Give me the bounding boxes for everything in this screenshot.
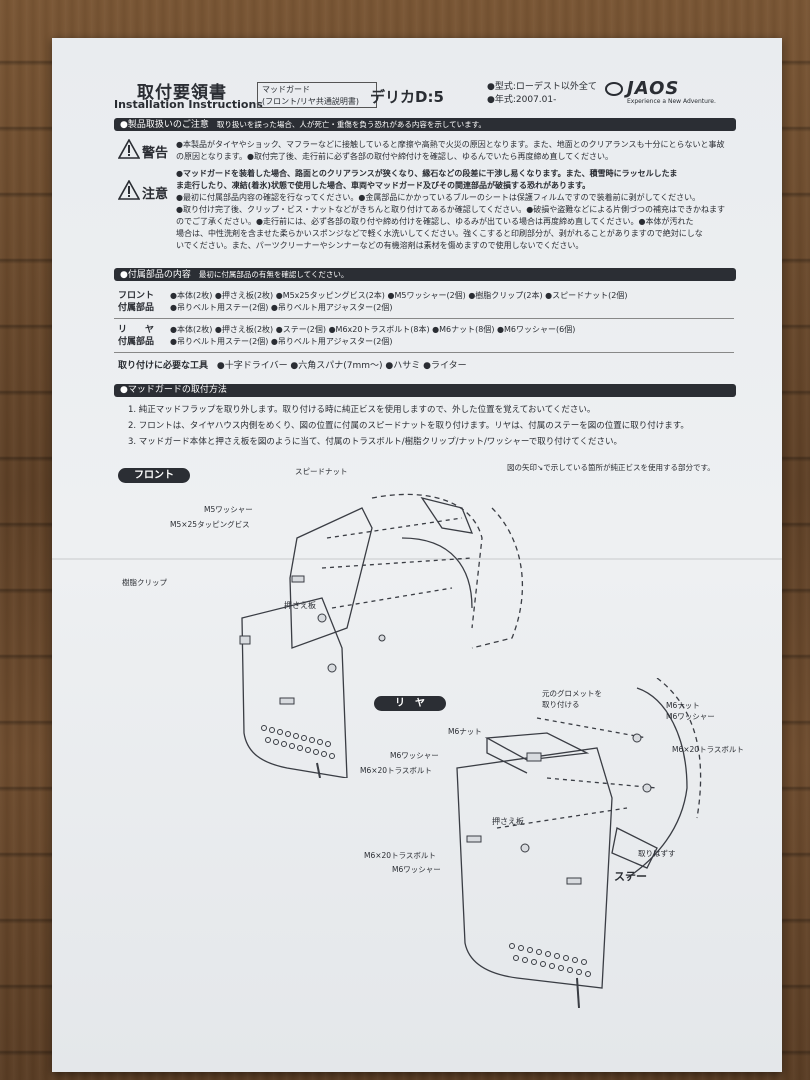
warning-line: の原因となります。●取付完了後、走行前に必ず各部の取付や締付けを確認し、ゆるんで…: [176, 152, 614, 161]
front-mudguard-diagram: [239, 493, 523, 778]
rear-parts-line: ●本体(2枚) ●押さえ板(2枚) ●ステー(2個) ●M6x20トラスボルト(…: [170, 325, 576, 334]
tools-list: ●十字ドライバー ●六角スパナ(7mm〜) ●ハサミ ●ライター: [216, 361, 467, 371]
method-steps: 1. 純正マッドフラップを取り外します。取り付ける時に純正ビスを使用しますので、…: [128, 402, 689, 450]
tools-label: 取り付けに必要な工具: [118, 361, 209, 371]
label-stay: ステー: [614, 870, 647, 883]
front-parts-line: ●本体(2枚) ●押さえ板(2枚) ●M5x25タッピングビス(2本) ●M5ワ…: [170, 291, 628, 300]
label-m6-nut-left: M6ナット: [448, 727, 482, 736]
arrow-note: 図の矢印↘で示している箇所が純正ビスを使用する部分です。: [507, 463, 715, 472]
title-japanese: 取付要領書: [137, 83, 227, 103]
rear-parts-line: ●吊りベルト用ステー(2個) ●吊りベルト用アジャスター(2個): [170, 337, 393, 346]
method-title: ●マッドガードの取付方法: [120, 385, 227, 395]
instruction-sheet: 取付要領書 Installation Instructions マッドガード (…: [52, 38, 782, 1072]
label-m6-bolt-left: M6×20トラスボルト: [360, 766, 432, 775]
method-section-header: ●マッドガードの取付方法: [114, 384, 736, 397]
warning-line: ●本製品がタイヤやショック、マフラーなどに接触していると摩擦や高熱で火災の原因と…: [176, 140, 725, 149]
label-m6-nut-right: M6ナット: [666, 701, 700, 710]
spec-type: ●型式:ローデスト以外全て: [487, 82, 597, 92]
label-grommet-line2: 取り付ける: [542, 700, 580, 709]
parts-divider: [114, 318, 734, 319]
caution-line: のでご了承ください。●走行前には、必ず各部の取り付や締め付けを確認し、ゆるみが出…: [176, 217, 694, 226]
parts-subtitle: 最初に付属部品の有無を確認してください。: [198, 270, 349, 279]
rear-parts-label: リ ヤ 付属部品: [118, 324, 178, 348]
caution-triangle-icon: [118, 180, 140, 200]
caution-label: 注意: [142, 187, 169, 202]
caution-line: いでください。また、パーツクリーナーやシンナーなどの有機溶剤は素材を傷めますので…: [176, 241, 584, 250]
method-step: 2. フロントは、タイヤハウス内側をめくり、図の位置に付属のスピードナットを取り…: [128, 421, 689, 431]
handling-section-header: ●製品取扱いのご注意取り扱いを誤った場合、人が死亡・重傷を負う恐れがある内容を示…: [114, 118, 736, 131]
caution-text: ●マッドガードを装着した場合、路面とのクリアランスが狭くなり、縁石などの段差に干…: [176, 168, 725, 252]
warning-triangle-icon: [118, 139, 140, 159]
method-step: 3. マッドガード本体と押さえ板を図のように当て、付属のトラスボルト/樹脂クリッ…: [128, 437, 623, 447]
caution-line: ●マッドガードを装着した場合、路面とのクリアランスが狭くなり、縁石などの段差に干…: [176, 169, 678, 178]
label-rear-plate: 押さえ板: [492, 817, 524, 826]
logo-text: JAOS: [627, 78, 680, 99]
label-m6-washer-right: M6ワッシャー: [666, 712, 715, 721]
method-step: 1. 純正マッドフラップを取り外します。取り付ける時に純正ビスを使用しますので、…: [128, 405, 596, 415]
brand-tagline: Experience a New Adventure.: [627, 98, 716, 105]
front-label-line: フロント: [118, 291, 155, 301]
handling-subtitle: 取り扱いを誤った場合、人が死亡・重傷を負う恐れがある内容を示しています。: [216, 120, 486, 129]
front-label-line: 付属部品: [118, 303, 155, 313]
rear-diagram-pill: リ ヤ: [374, 696, 446, 711]
front-diagram-pill: フロント: [118, 468, 190, 483]
parts-title: ●付属部品の内容: [120, 270, 191, 280]
tools-row: 取り付けに必要な工具 ●十字ドライバー ●六角スパナ(7mm〜) ●ハサミ ●ラ…: [118, 360, 467, 372]
caution-line: 場合は、中性洗剤を含ませた柔らかいスポンジなどで軽く水洗いしてください。強くこす…: [176, 229, 703, 238]
label-remove: 取りはずす: [638, 849, 676, 858]
brand-logo: JAOS: [605, 78, 679, 99]
handling-title: ●製品取扱いのご注意: [120, 120, 209, 130]
title-english: Installation Instructions: [114, 98, 263, 111]
vehicle-model: デリカD:5: [370, 88, 444, 106]
tools-divider: [114, 352, 734, 353]
caution-line: ●取り付け完了後、クリップ・ビス・ナットなどがきちんと取り付けてあるか確認してく…: [176, 205, 725, 214]
label-m6-bolt-bottom: M6×20トラスボルト: [364, 851, 436, 860]
paper-fold-line: [52, 558, 782, 560]
caution-line: ●最初に付属部品内容の確認を行なってください。●金属部品にかかっているブルーのシ…: [176, 193, 701, 202]
caution-line: ま走行したり、凍結(着氷)状態で使用した場合、車両やマッドガード及びその関連部品…: [176, 181, 591, 190]
logo-ring-icon: [605, 82, 623, 96]
front-parts-label: フロント 付属部品: [118, 290, 178, 314]
rear-label-line: リ ヤ: [118, 325, 155, 335]
label-m6-bolt-right: M6×20トラスボルト: [672, 745, 744, 754]
parts-section-header: ●付属部品の内容最初に付属部品の有無を確認してください。: [114, 268, 736, 281]
label-resin-clip: 樹脂クリップ: [122, 578, 167, 587]
label-grommet-line1: 元のグロメットを: [542, 689, 602, 698]
front-parts-line: ●吊りベルト用ステー(2個) ●吊りベルト用アジャスター(2個): [170, 303, 393, 312]
label-m6-washer-bottom: M6ワッシャー: [392, 865, 441, 874]
front-parts-list: ●本体(2枚) ●押さえ板(2枚) ●M5x25タッピングビス(2本) ●M5ワ…: [170, 290, 627, 314]
rear-parts-list: ●本体(2枚) ●押さえ板(2枚) ●ステー(2個) ●M6x20トラスボルト(…: [170, 324, 575, 348]
product-scope: (フロント/リヤ共通説明書): [262, 97, 359, 106]
label-m5-washer: M5ワッシャー: [204, 505, 253, 514]
label-m5-screw: M5×25タッピングビス: [170, 520, 250, 529]
product-name-box: マッドガード (フロント/リヤ共通説明書): [257, 82, 377, 108]
label-m6-washer-left: M6ワッシャー: [390, 751, 439, 760]
spec-info: ●型式:ローデスト以外全て ●年式:2007.01-: [487, 81, 597, 107]
label-speed-nut: スピードナット: [295, 467, 348, 476]
product-name: マッドガード: [262, 85, 310, 94]
spec-year: ●年式:2007.01-: [487, 95, 557, 105]
rear-mudguard-diagram: [456, 678, 702, 1008]
rear-label-line: 付属部品: [118, 337, 155, 347]
label-front-plate: 押さえ板: [284, 601, 316, 610]
warning-text: ●本製品がタイヤやショック、マフラーなどに接触していると摩擦や高熱で火災の原因と…: [176, 139, 725, 163]
warning-label: 警告: [142, 146, 169, 161]
